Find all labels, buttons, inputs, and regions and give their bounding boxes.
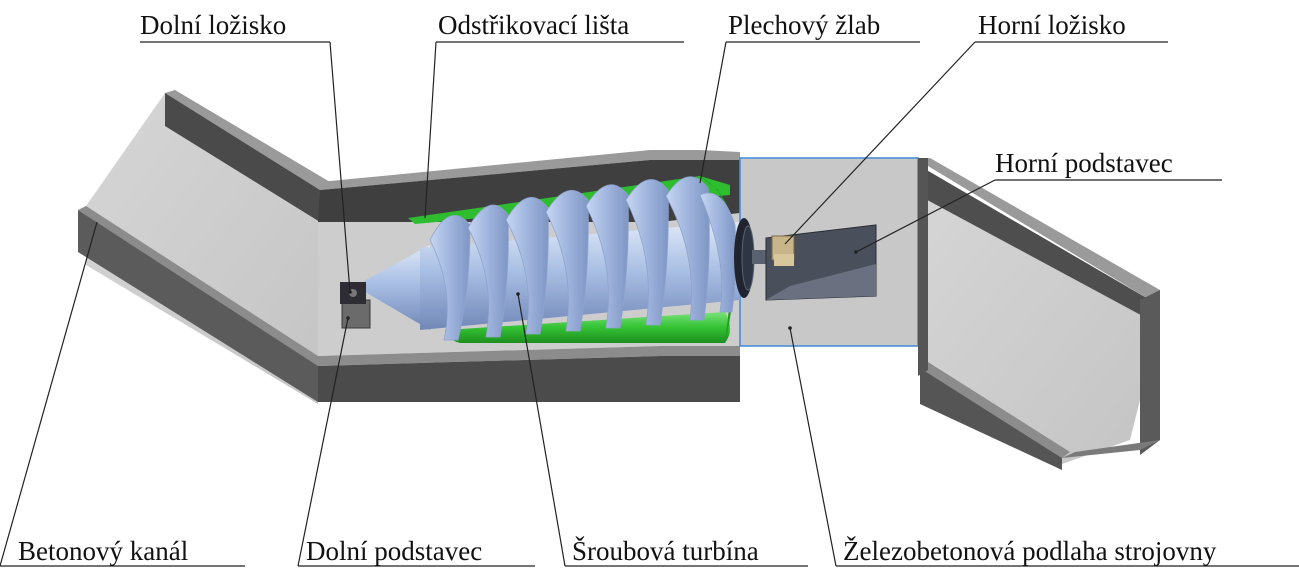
screw-turbine [355, 176, 774, 341]
turbine-blades [429, 176, 737, 341]
left-back-wall-top [165, 90, 330, 190]
machine-room-floor-right-side [918, 158, 928, 376]
channel-floor-right [920, 176, 1155, 464]
label-dolni-lozisko: Dolní ložisko [140, 10, 286, 40]
blade-2 [467, 204, 509, 338]
leader-betonovy-kanal [0, 221, 98, 567]
upper-base-shadow [766, 264, 876, 300]
label-horni-lozisko: Horní ložisko [978, 10, 1126, 40]
middle-back-wall-top [320, 150, 740, 190]
upper-bearing-assembly [765, 224, 877, 301]
middle-front-wall-face [318, 356, 740, 402]
leader-dolni-podstavec [297, 317, 349, 567]
label-dolni-podstavec: Dolní podstavec [306, 536, 482, 566]
dot-dolni-lozisko [348, 290, 352, 294]
lower-base-plate [341, 299, 371, 329]
leader-horni-podstavec [855, 179, 996, 253]
leader-zelezobetonova-podlaha [789, 327, 837, 567]
blade-5 [585, 184, 629, 329]
leader-lines [0, 41, 1299, 567]
left-front-wall-face [78, 210, 318, 402]
label-horni-podstavec: Horní podstavec [995, 148, 1173, 178]
label-betonovy-kanal: Betonový kanál [18, 536, 188, 566]
right-end-wall [1140, 290, 1160, 455]
blade-4 [545, 190, 589, 332]
label-zelezobetonova-podlaha: Železobetonová podlaha strojovny [843, 536, 1217, 566]
lower-bearing-assembly [340, 282, 371, 329]
leader-sroubova-turbina [517, 293, 566, 567]
right-front-wall-top [920, 362, 1070, 458]
leader-odstrikovaci-lista [424, 41, 437, 219]
dot-horni-podstavec [854, 250, 858, 254]
dot-zelezobetonova-podlaha [788, 326, 792, 330]
leader-dots [346, 250, 858, 330]
right-front-wall-face [920, 368, 1062, 470]
upper-bearing-block [774, 254, 794, 266]
label-odstrikovaci-lista: Odstřikovací lišta [438, 10, 629, 40]
label-sroubova-turbina: Šroubová turbína [572, 536, 759, 566]
leader-plechovy-zlab [699, 41, 727, 184]
blade-7 [665, 176, 710, 321]
left-back-wall-face [165, 93, 320, 222]
left-front-wall-top [78, 206, 318, 366]
blade-3 [505, 197, 549, 335]
label-plechovy-zlab: Plechový žlab [728, 10, 880, 40]
blade-8 [699, 192, 737, 313]
dot-dolni-podstavec [346, 316, 350, 320]
blade-6 [625, 179, 669, 326]
leader-horni-lozisko [784, 41, 976, 245]
turbine-lower-cone [355, 245, 430, 330]
leader-dolni-lozisko [329, 41, 351, 293]
dot-sroubova-turbina [516, 292, 520, 296]
blade-1 [429, 215, 471, 341]
right-back-wall-top [918, 158, 1160, 300]
right-end-wall-top [1062, 440, 1160, 458]
right-back-wall-face [918, 165, 1150, 320]
